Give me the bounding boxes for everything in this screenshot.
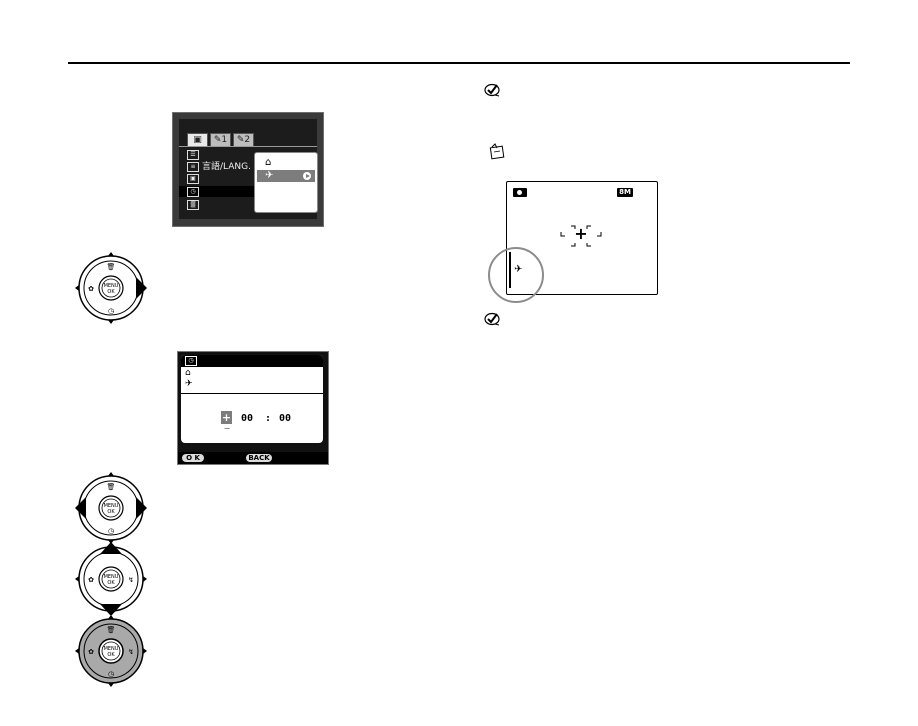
button-guide-bar: O K BACK — [178, 452, 328, 464]
dial-right-graphic: MENU OK 🗑 ◷ ✿ — [75, 252, 147, 324]
menu-row-5[interactable]: ▒ — [187, 199, 277, 211]
svg-text:MENU: MENU — [104, 574, 119, 580]
panel-divider — [181, 393, 323, 394]
tab-setup-1[interactable]: ✎1 — [210, 133, 231, 147]
memo-icon — [488, 143, 506, 161]
svg-text:↯: ↯ — [128, 648, 134, 656]
control-dial-center: MENU OK 🗑 ◷ ✿ ↯ — [72, 612, 150, 690]
menu-row-time-difference[interactable]: ◷ — [187, 186, 277, 198]
svg-text:◷: ◷ — [108, 307, 115, 315]
sign-minus-option[interactable]: − — [223, 424, 231, 433]
control-dial-up-down: MENU OK ✿ ↯ — [72, 540, 150, 618]
ok-button[interactable]: O K — [182, 454, 204, 462]
focus-cross: + — [574, 224, 588, 243]
menu-row-icon: ▒ — [187, 199, 199, 210]
check-note-icon — [484, 311, 502, 326]
hours-field[interactable]: 00 — [241, 413, 254, 424]
home-icon: ⌂ — [265, 157, 272, 168]
tab-shooting[interactable]: ▣ — [187, 133, 208, 147]
svg-text:OK: OK — [107, 509, 115, 515]
destination-row: ✈ — [185, 379, 193, 389]
sign-plus-field[interactable]: + — [221, 411, 232, 424]
svg-text:OK: OK — [107, 580, 115, 586]
airplane-icon: ✈ — [265, 170, 274, 181]
back-button[interactable]: BACK — [246, 454, 272, 462]
camera-mode-icon — [513, 188, 527, 197]
tab-setup-2[interactable]: ✎2 — [233, 133, 254, 147]
time-difference-screen: ◷ ⌂ ✈ + − 00 : 00 O K BACK — [177, 351, 329, 465]
focus-frame — [560, 225, 602, 247]
check-note-icon — [484, 82, 502, 97]
dial-center-graphic: MENU OK 🗑 ◷ ✿ ↯ — [75, 615, 147, 687]
settings-tabs: ▣ ✎1 ✎2 — [187, 133, 254, 147]
menu-row-label: 言語/LANG. — [202, 162, 251, 172]
svg-text:🗑: 🗑 — [107, 262, 116, 271]
minutes-field[interactable]: 00 — [279, 413, 292, 424]
svg-text:↯: ↯ — [128, 576, 134, 584]
submenu-home[interactable]: ⌂ — [257, 157, 315, 169]
time-difference-submenu: ⌂ ✈ — [254, 152, 318, 213]
clock-icon: ◷ — [185, 356, 197, 366]
clock-icon: ◷ — [187, 186, 199, 197]
dial-up-down-graphic: MENU OK ✿ ↯ — [75, 542, 147, 616]
panel-header: ◷ — [181, 355, 323, 367]
svg-text:✿: ✿ — [88, 648, 94, 656]
svg-text:✿: ✿ — [88, 285, 94, 293]
time-difference-panel: ◷ ⌂ ✈ + − 00 : 00 — [181, 355, 323, 443]
highlight-circle — [488, 247, 544, 303]
settings-menu-screen: ▣ ✎1 ✎2 ☰ ≡言語/LANG. ▣ ◷ ▒ ⌂ ✈ — [172, 112, 324, 227]
header-rule — [68, 62, 850, 64]
tab-divider — [179, 146, 317, 147]
menu-row-icon: ☰ — [187, 149, 199, 160]
time-separator: : — [265, 413, 272, 424]
svg-text:◷: ◷ — [108, 527, 115, 535]
menu-row-icon: ▣ — [187, 173, 199, 184]
submenu-destination[interactable]: ✈ — [257, 170, 315, 182]
home-row: ⌂ — [185, 368, 191, 378]
svg-text:◷: ◷ — [108, 670, 115, 678]
dial-left-right-graphic: MENU OK 🗑 ◷ — [75, 472, 147, 544]
svg-text:🗑: 🗑 — [107, 482, 116, 491]
play-arrow-icon — [303, 172, 311, 180]
settings-menu-display: ▣ ✎1 ✎2 ☰ ≡言語/LANG. ▣ ◷ ▒ ⌂ ✈ — [179, 119, 318, 219]
svg-text:OK: OK — [107, 652, 115, 658]
control-dial-left-right: MENU OK 🗑 ◷ — [72, 469, 150, 547]
menu-row-3[interactable]: ▣ — [187, 173, 277, 185]
svg-text:✿: ✿ — [88, 576, 94, 584]
image-size-badge: 8M — [617, 188, 633, 197]
svg-text:MENU: MENU — [104, 503, 119, 509]
svg-text:OK: OK — [107, 289, 115, 295]
svg-text:🗑: 🗑 — [107, 625, 116, 634]
selected-row-highlight — [179, 186, 259, 197]
menu-row-language[interactable]: ≡言語/LANG. — [187, 161, 277, 173]
svg-text:MENU: MENU — [104, 646, 119, 652]
language-icon: ≡ — [187, 161, 199, 172]
menu-row-1[interactable]: ☰ — [187, 149, 277, 161]
svg-text:MENU: MENU — [104, 283, 119, 289]
control-dial-right: MENU OK 🗑 ◷ ✿ — [72, 249, 150, 327]
